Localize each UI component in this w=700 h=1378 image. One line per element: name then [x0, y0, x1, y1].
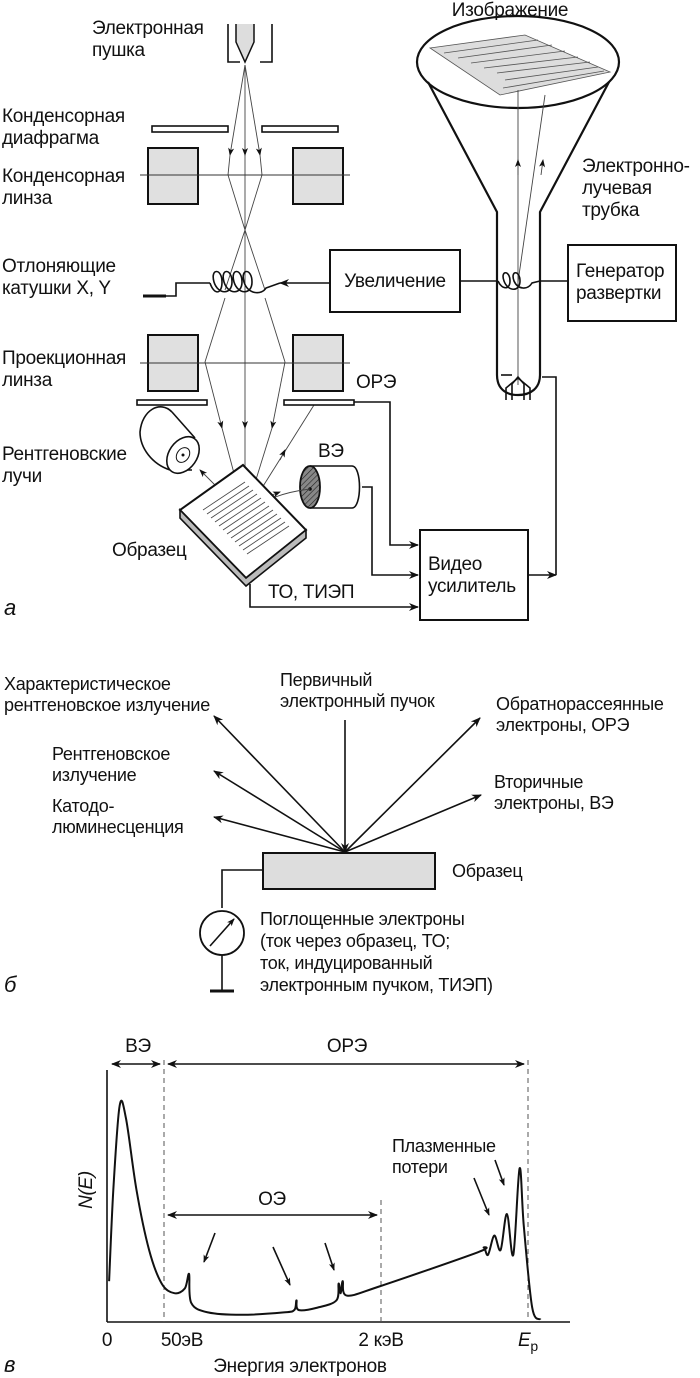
auger-arrows — [203, 1232, 335, 1286]
label-absorbed: Поглощенные электроны (ток через образец… — [260, 909, 493, 995]
spectrum-curve — [108, 1099, 542, 1321]
sample-block — [178, 463, 308, 588]
panel-label-b: б — [4, 972, 18, 997]
condenser-aperture — [151, 125, 339, 133]
label-xrays: Рентгеновские лучи — [2, 444, 132, 487]
label-sample-a: Образец — [112, 540, 187, 561]
condenser-lens — [140, 147, 350, 205]
label-scan-generator: Генератор развертки — [576, 261, 669, 304]
sample-slab — [262, 852, 436, 890]
plasmon-arrows — [473, 1159, 505, 1216]
label-sc-ebic: ТО, ТИЭП — [268, 582, 354, 603]
x-tick-ep: Ep — [518, 1330, 538, 1354]
label-backscattered: Обратнорассеянные электроны, ОРЭ — [496, 694, 668, 735]
ammeter — [199, 869, 263, 993]
scan-generator-box — [567, 244, 677, 322]
xray-detector — [139, 406, 246, 516]
emission-arrows — [213, 715, 482, 853]
panel-b: Характеристическое рентгеновское излучен… — [4, 670, 668, 997]
label-se: ВЭ — [318, 441, 344, 462]
y-axis-label: N(E) — [76, 1171, 97, 1209]
se-detector — [244, 465, 419, 579]
region-label-bse: ОРЭ — [327, 1036, 367, 1057]
x-tick-50ev: 50эВ — [161, 1330, 203, 1351]
label-sample-b: Образец — [452, 861, 522, 881]
label-secondary: Вторичные электроны, ВЭ — [494, 772, 614, 813]
label-condenser-aperture: Конденсорная диафрагма — [2, 106, 130, 149]
projection-lens — [136, 334, 355, 406]
x-axis-label: Энергия электронов — [213, 1356, 387, 1377]
region-label-ae: ОЭ — [258, 1189, 286, 1210]
x-tick-2kev: 2 кэВ — [358, 1330, 403, 1351]
label-condenser-lens: Конденсорная линза — [2, 166, 130, 209]
label-char-xray: Характеристическое рентгеновское излучен… — [4, 674, 210, 715]
label-image: Изображение — [452, 0, 568, 21]
panel-c: ВЭ ОРЭ ОЭ Плазменные потери 0 50эВ 2 кэВ… — [4, 1036, 570, 1377]
label-electron-gun: Электронная пушка — [92, 18, 209, 61]
label-cathodolum: Катодо- люминесценция — [52, 796, 183, 837]
label-video-amplifier: Видео усилитель — [428, 554, 516, 597]
panel-label-c: в — [4, 1352, 15, 1377]
deflection-coils — [143, 270, 330, 298]
label-plasmon: Плазменные потери — [392, 1136, 500, 1177]
label-crt: Электронно- лучевая трубка — [582, 156, 695, 221]
panel-label-a: а — [4, 595, 16, 620]
video-amplifier-box — [419, 529, 529, 621]
label-projection-lens: Проекционная линза — [2, 348, 131, 391]
panel-a: Электронная пушка Конденсорная диафрагма — [2, 0, 695, 621]
label-deflection-coils: Отлоняющие катушки X, Y — [2, 256, 121, 299]
beam-rays-upper — [224, 64, 266, 515]
label-primary-beam: Первичный электронный пучок — [280, 670, 435, 711]
crt-tube — [415, 14, 621, 400]
region-label-se: ВЭ — [125, 1036, 151, 1057]
label-magnification: Увеличение — [344, 271, 446, 292]
electron-gun — [227, 24, 273, 64]
label-bse: ОРЭ — [356, 372, 396, 393]
x-tick-0: 0 — [102, 1330, 112, 1351]
label-xray: Рентгеновское излучение — [52, 744, 175, 785]
